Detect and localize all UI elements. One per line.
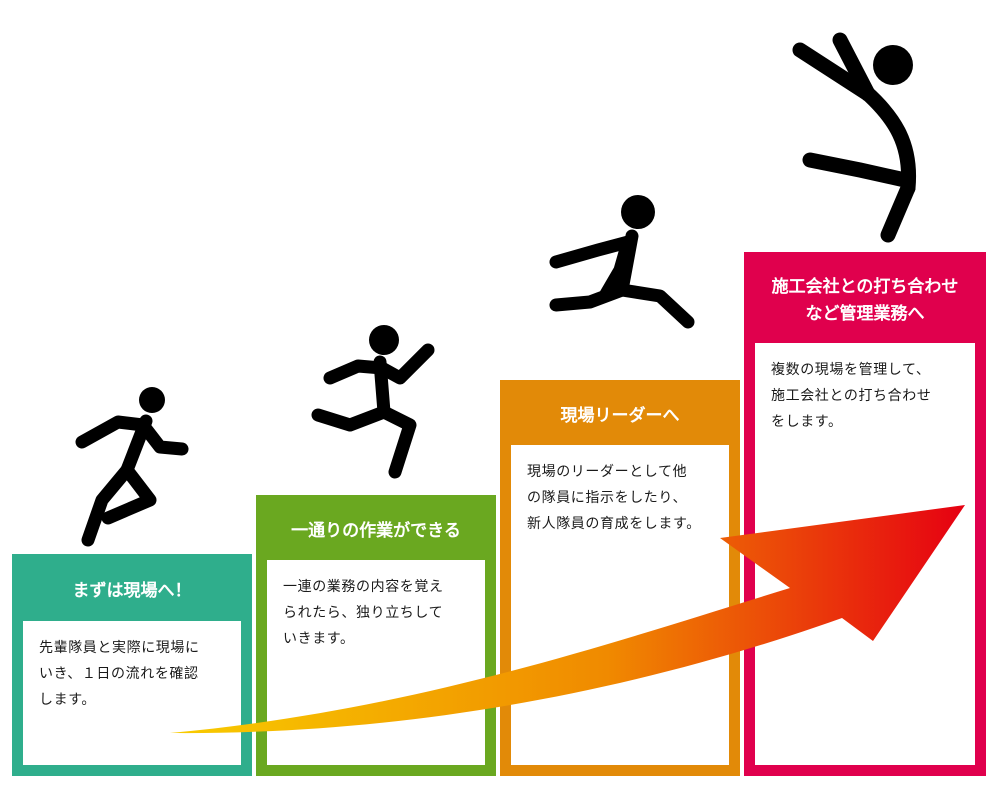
jumping-person-icon [549,195,695,329]
step-4-title: 施工会社との打ち合わせ など管理業務へ [771,277,959,324]
step-3-title: 現場リーダーへ [560,405,680,426]
leaping-person-icon [311,325,435,479]
step-1-box: まずは現場へ！ 先輩隊員と実際に現場に いき、１日の流れを確認 します。 [12,554,252,776]
step-1-description: 先輩隊員と実際に現場に いき、１日の流れを確認 します。 [23,621,241,765]
running-person-icon [75,387,189,547]
growth-arrow-icon [170,505,965,734]
step-3-box: 現場リーダーへ 現場のリーダーとして他 の隊員に指示をしたり、 新人隊員の育成を… [500,380,740,776]
step-1-title: まずは現場へ！ [72,580,192,601]
step-3-description: 現場のリーダーとして他 の隊員に指示をしたり、 新人隊員の育成をします。 [511,445,729,765]
step-2-title: 一通りの作業ができる [291,520,461,541]
step-2-description: 一連の業務の内容を覚え られたら、独り立ちして いきます。 [267,560,485,765]
celebrating-person-icon [792,32,917,243]
